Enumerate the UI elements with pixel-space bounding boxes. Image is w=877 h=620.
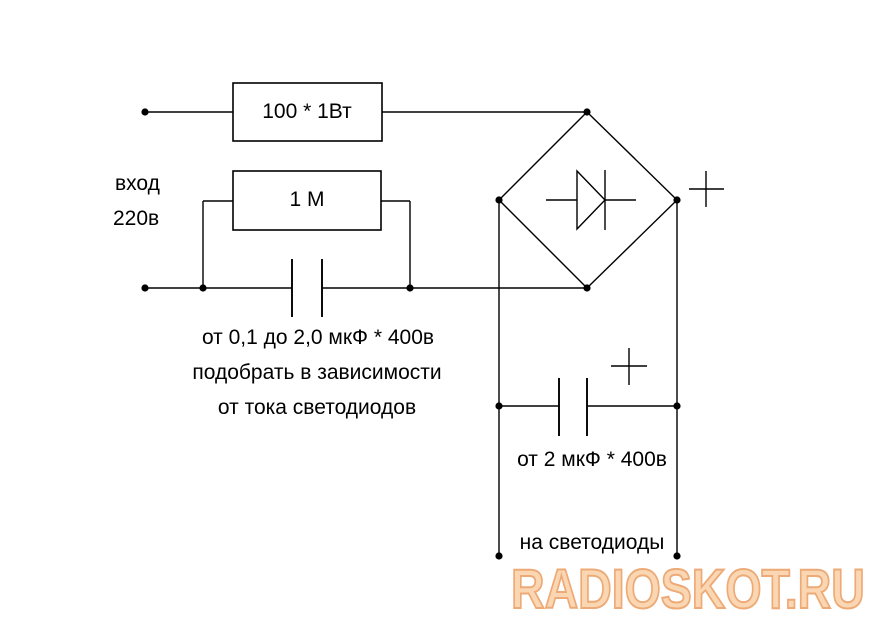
bridge-edge-top-right <box>586 111 678 201</box>
filter-cap-junction-dot-right <box>673 402 681 410</box>
filter-cap-plus-icon <box>611 348 647 385</box>
dropper-cap-note-line1: от 0,1 до 2,0 мкФ * 400в <box>201 326 435 349</box>
bridge-rectifier <box>498 111 678 289</box>
output-terminal-dot-left <box>495 552 503 560</box>
bridge-edge-bottom-left <box>498 199 588 289</box>
bridge-plus-icon <box>689 171 724 207</box>
filter-cap-label: от 2 мкФ * 400в <box>517 448 667 471</box>
input-terminal-dot-bottom <box>141 284 149 292</box>
series-resistor-label: 100 * 1Вт <box>262 100 352 123</box>
watermark-logo: RADIOSKOT.RU <box>510 556 865 620</box>
input-terminal-dot-top <box>141 108 149 116</box>
junction-dot-right <box>406 284 414 292</box>
filter-cap-junction-dot-left <box>495 402 503 410</box>
output-label: на светодиоды <box>519 531 665 554</box>
bridge-edge-top-left <box>498 111 588 201</box>
bridge-edge-bottom-right <box>586 199 678 289</box>
bridge-right-dot <box>673 196 681 204</box>
diode-triangle <box>576 169 606 231</box>
junction-dot-left <box>199 284 207 292</box>
input-voltage-label-line1: вход <box>115 172 160 195</box>
input-voltage-label-line2: 220в <box>113 207 160 230</box>
dropper-cap-note-line2: подобрать в зависимости <box>192 361 442 384</box>
output-terminal-dot-right <box>673 552 681 560</box>
dropper-capacitor-icon <box>291 259 323 317</box>
dropper-cap-note-line3: от тока светодиодов <box>217 396 417 419</box>
bridge-left-dot <box>495 196 503 204</box>
bridge-bottom-dot <box>583 284 591 292</box>
bridge-top-dot <box>583 108 591 116</box>
parallel-resistor-label: 1 М <box>289 188 325 211</box>
parallel-resistor-box <box>232 170 382 231</box>
diode-icon <box>546 169 636 231</box>
filter-capacitor-icon <box>558 378 588 436</box>
